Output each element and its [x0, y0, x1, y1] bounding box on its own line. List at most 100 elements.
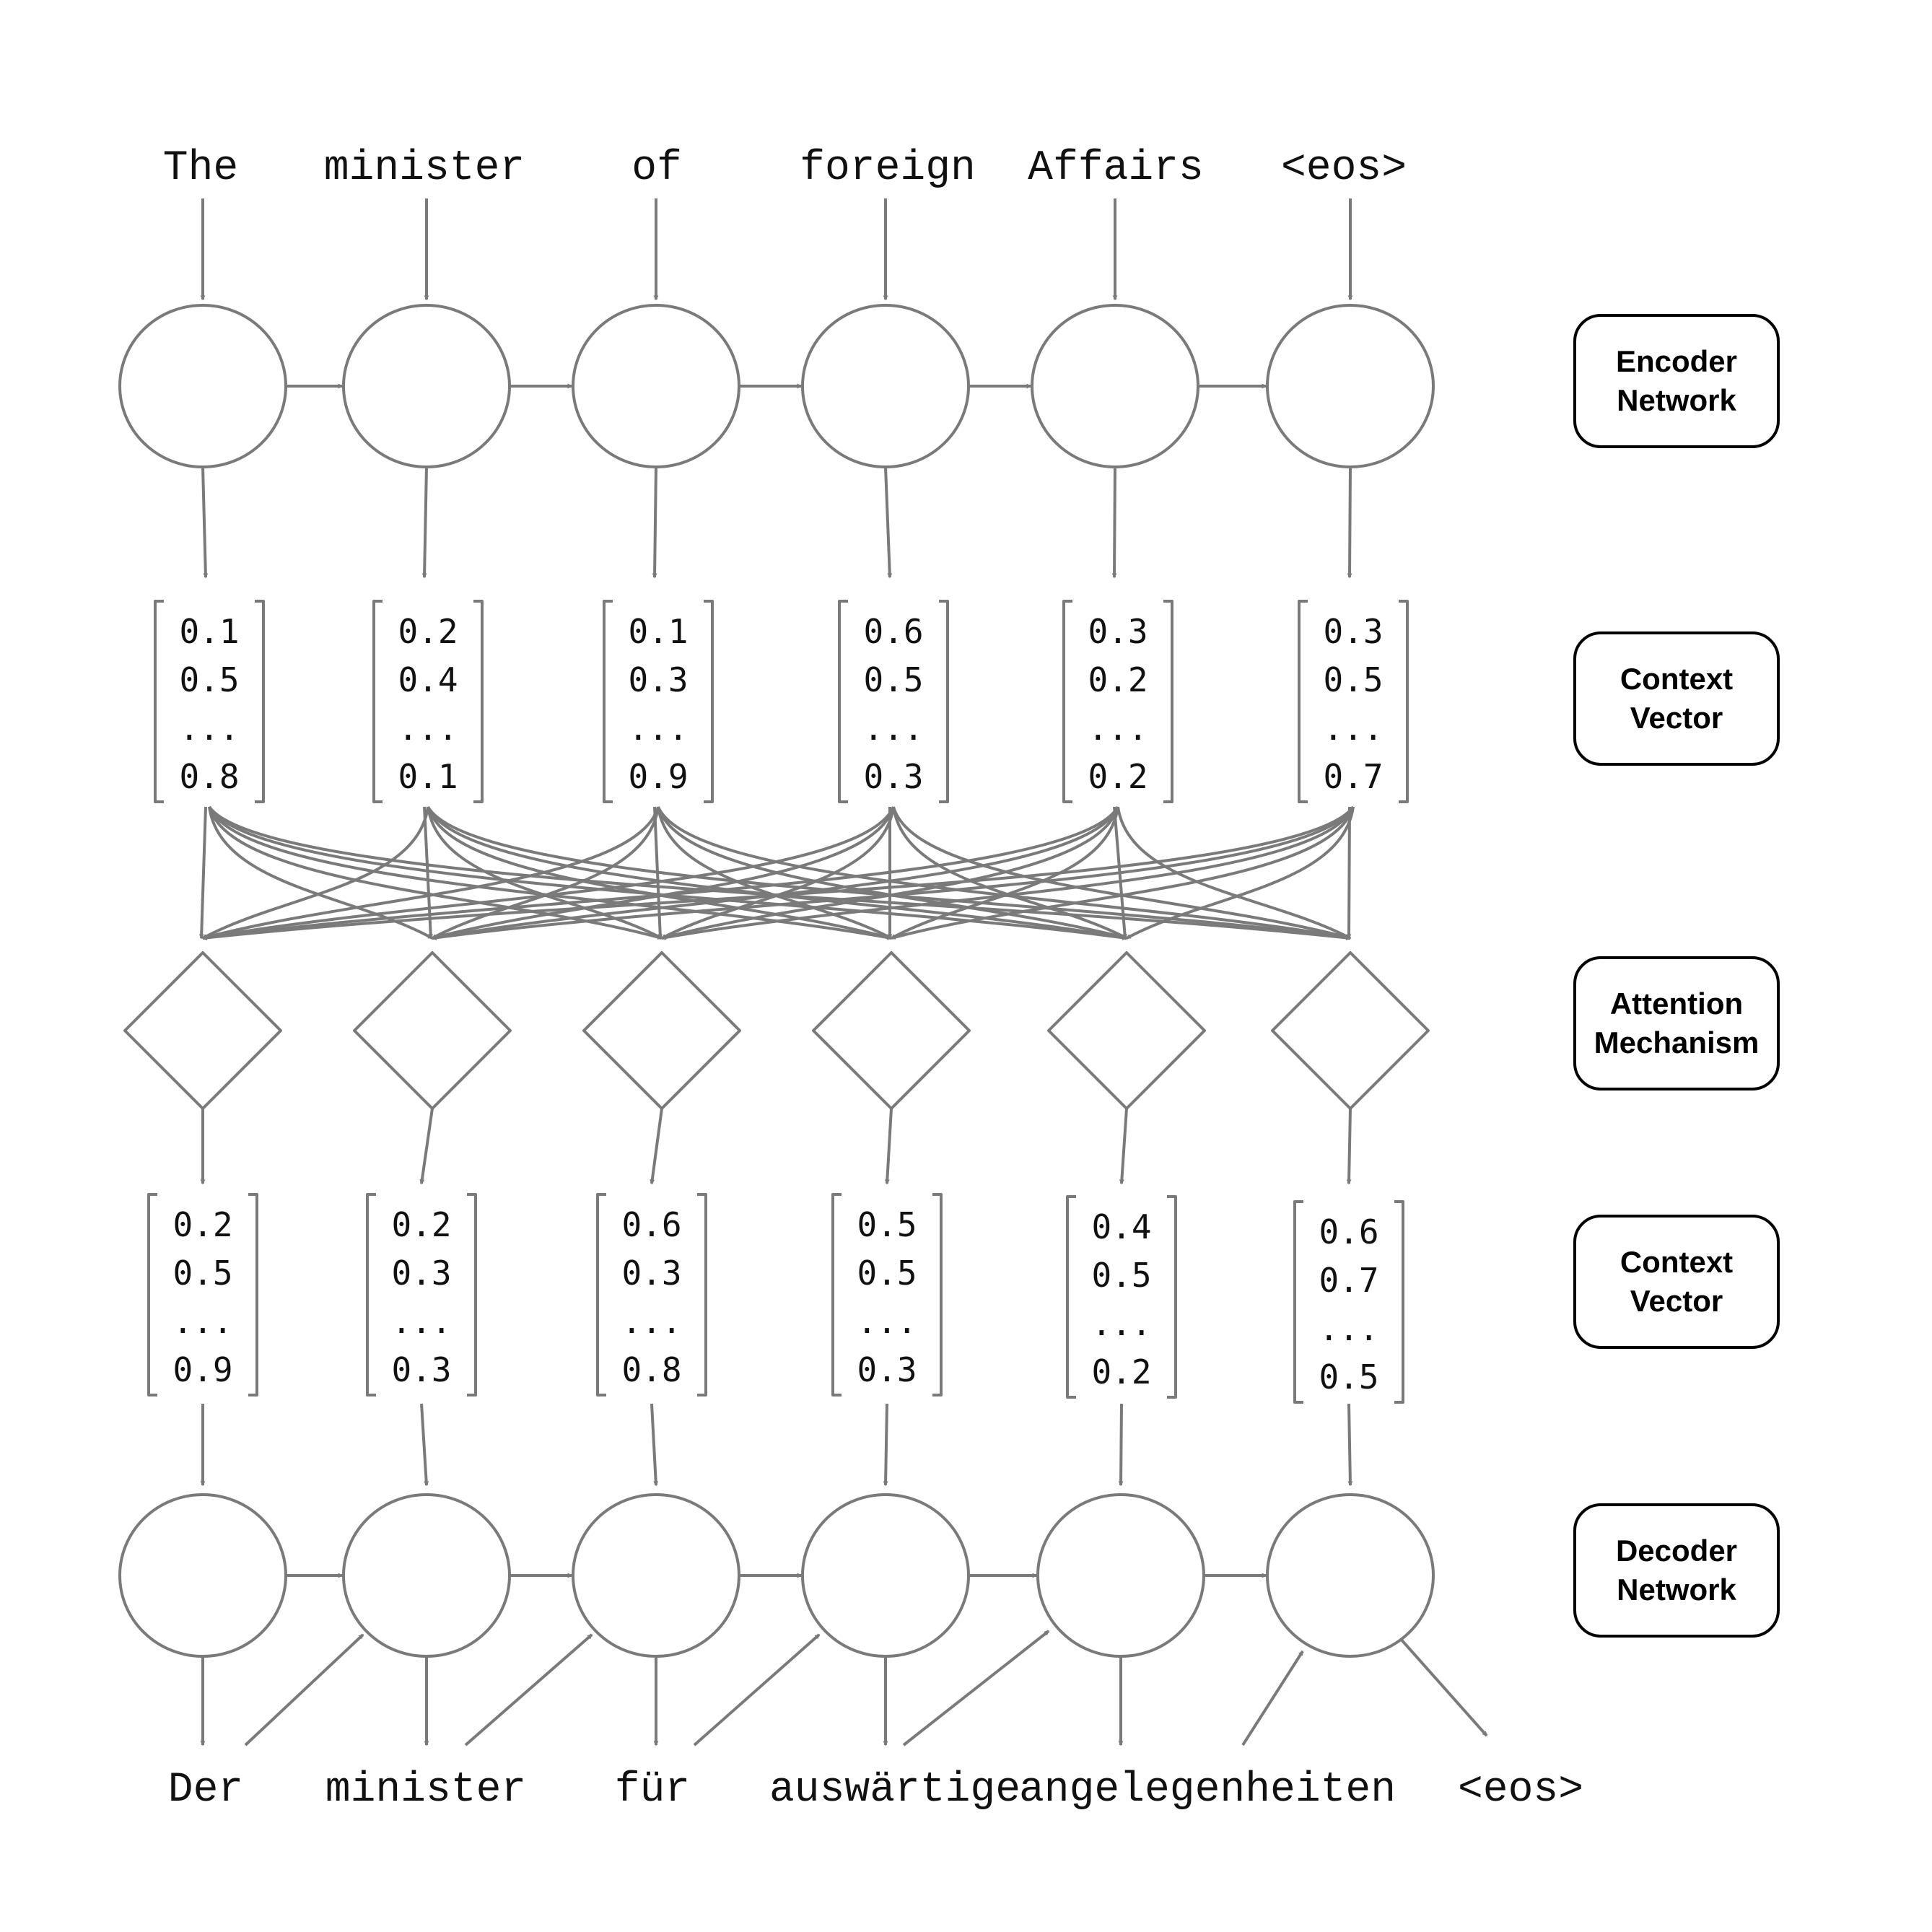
input-token: of — [631, 145, 682, 192]
vector-bracket-right — [704, 600, 714, 803]
output-token: <eos> — [1458, 1767, 1583, 1814]
encoder-context-vector: 0.60.5...0.3 — [838, 600, 949, 803]
attention-connection — [201, 805, 1355, 940]
attention-context-vector: 0.20.5...0.9 — [147, 1193, 258, 1396]
attention-connection — [890, 806, 1355, 940]
vector-bracket-right — [1394, 1200, 1404, 1404]
attention-output-arrow — [650, 1108, 663, 1185]
input-token: <eos> — [1281, 145, 1407, 192]
encoder-cell — [118, 304, 287, 468]
attention-output-arrow — [419, 1108, 434, 1185]
vector-value: ... — [1088, 709, 1148, 748]
attention-connection — [657, 806, 1352, 940]
vector-value: 0.1 — [179, 612, 239, 651]
encoder-context-vector: 0.10.5...0.8 — [154, 600, 265, 803]
vector-value: ... — [863, 709, 923, 748]
vector-value: 0.4 — [398, 660, 458, 699]
connections-layer — [198, 198, 1488, 1747]
vector-value: 0.2 — [1088, 660, 1148, 699]
attention-connection — [208, 806, 434, 940]
vector-value: 0.3 — [863, 757, 923, 796]
attention-connection — [653, 806, 663, 940]
attention-connection — [431, 806, 895, 940]
attention-connection — [201, 806, 895, 940]
decoder-input-arrow — [1347, 1403, 1353, 1487]
attention-context-vector: 0.60.3...0.8 — [596, 1193, 707, 1396]
attention-connection — [208, 805, 1352, 940]
vector-value: 0.3 — [621, 1254, 681, 1293]
attention-output-arrow — [1119, 1108, 1128, 1185]
vector-value: 0.1 — [398, 757, 458, 796]
vector-value: 0.5 — [857, 1205, 917, 1244]
label-line: Vector — [1630, 701, 1723, 735]
output-token: minister — [325, 1767, 526, 1814]
vector-value: 0.7 — [1323, 757, 1383, 796]
context-vector-label-bottom: Context Vector — [1573, 1215, 1780, 1349]
output-token: für — [615, 1767, 690, 1814]
vector-bracket-left — [366, 1193, 376, 1396]
label-line: Network — [1617, 383, 1736, 417]
decoder-network-label: Decoder Network — [1573, 1503, 1780, 1638]
vector-value: ... — [628, 709, 688, 748]
vector-bracket-right — [939, 600, 949, 803]
vector-bracket-right — [1399, 600, 1409, 803]
encoder-output-arrow — [884, 466, 893, 579]
vector-bracket-right — [248, 1193, 258, 1396]
input-token: foreign — [800, 145, 976, 192]
feedback-arrow — [244, 1633, 364, 1747]
attention-connection — [201, 806, 429, 940]
vector-bracket-right — [1167, 1195, 1177, 1399]
encoder-cell — [1031, 304, 1199, 468]
attention-diamond — [582, 951, 741, 1110]
input-token: Affairs — [1028, 145, 1204, 192]
decoder-output-arrow — [1399, 1637, 1488, 1737]
vector-value: ... — [391, 1302, 451, 1341]
vector-value: 0.6 — [1319, 1212, 1378, 1251]
vector-value: 0.3 — [628, 660, 688, 699]
decoder-input-arrow — [883, 1403, 888, 1487]
vector-bracket-left — [1062, 600, 1072, 803]
vector-bracket-right — [932, 1193, 943, 1396]
vector-bracket-right — [255, 600, 265, 803]
attention-connection — [890, 806, 1119, 940]
vector-value: 0.2 — [1088, 757, 1148, 796]
attention-diamond — [1047, 951, 1206, 1110]
attention-connection — [1346, 806, 1352, 940]
encoder-output-arrow — [421, 466, 428, 579]
encoder-network-label: Encoder Network — [1573, 314, 1780, 448]
vector-value: 0.9 — [628, 757, 688, 796]
encoder-output-arrow — [1111, 466, 1117, 579]
vector-value: 0.1 — [628, 612, 688, 651]
attention-connection — [431, 805, 1355, 940]
vector-bracket-right — [1163, 600, 1173, 803]
input-token: The — [163, 145, 238, 192]
decoder-cell — [801, 1493, 970, 1658]
context-vector-label-top: Context Vector — [1573, 631, 1780, 766]
attention-context-vector: 0.60.7...0.5 — [1293, 1200, 1404, 1404]
decoder-cell — [1036, 1493, 1205, 1658]
vector-value: 0.5 — [1323, 660, 1383, 699]
encoder-cell — [801, 304, 970, 468]
feedback-arrow — [1241, 1650, 1304, 1747]
vector-value: 0.5 — [863, 660, 923, 699]
vector-value: 0.2 — [398, 612, 458, 651]
vector-bracket-left — [1066, 1195, 1076, 1399]
vector-value: 0.5 — [857, 1254, 917, 1293]
encoder-context-vector: 0.30.5...0.7 — [1298, 600, 1409, 803]
vector-bracket-left — [372, 600, 383, 803]
vector-value: 0.3 — [391, 1350, 451, 1389]
attention-diamond — [1271, 951, 1430, 1110]
vector-value: ... — [172, 1302, 232, 1341]
attention-connection — [423, 806, 434, 940]
attention-connection — [892, 806, 1352, 940]
vector-value: 0.5 — [1319, 1358, 1378, 1396]
attention-mechanism-label: Attention Mechanism — [1573, 956, 1780, 1090]
vector-value: 0.8 — [621, 1350, 681, 1389]
attention-connection — [198, 806, 207, 940]
decoder-cell — [572, 1493, 740, 1658]
label-line: Context — [1620, 662, 1734, 696]
vector-value: 0.3 — [857, 1350, 917, 1389]
attention-context-vector: 0.40.5...0.2 — [1066, 1195, 1177, 1399]
output-token: Der — [168, 1767, 243, 1814]
